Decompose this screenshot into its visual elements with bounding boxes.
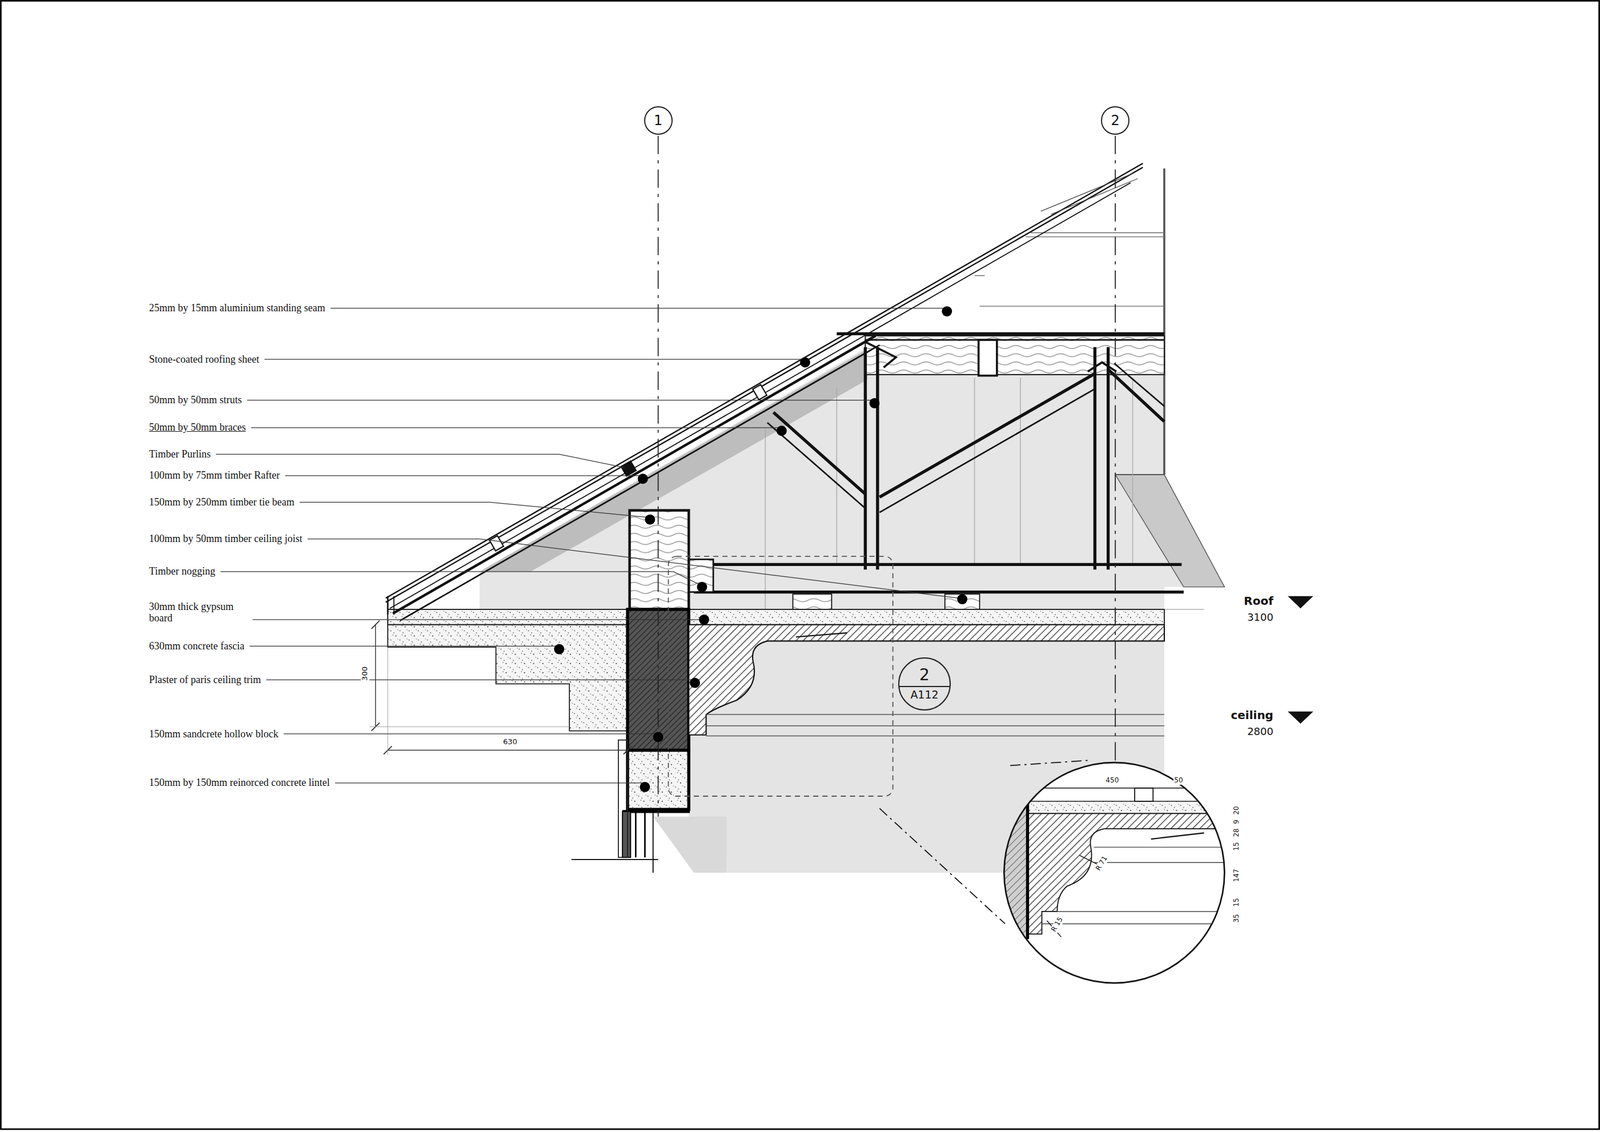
callout-label: 630mm concrete fascia <box>147 640 246 653</box>
callout-label: 25mm by 15mm aluminium standing seam <box>147 302 327 315</box>
callout-label: 50mm by 50mm struts <box>147 394 244 406</box>
level-name: ceiling <box>1229 708 1275 722</box>
callout-label: 150mm by 250mm timber tie beam <box>147 496 296 509</box>
dimension: R 15 <box>1049 915 1065 934</box>
dimension: 300 <box>360 665 370 682</box>
callout-label: 100mm by 75mm timber Rafter <box>147 469 281 482</box>
callout-label: Timber Purlins <box>147 448 212 461</box>
callout-label: Timber nogging <box>147 565 217 578</box>
level-value: 2800 <box>1245 725 1275 738</box>
callout-label: 50mm by 50mm braces <box>147 421 247 434</box>
dimension: 15 <box>1232 897 1241 907</box>
dimension: 35 <box>1232 913 1241 924</box>
callout-label: 150mm sandcrete hollow block <box>147 728 280 741</box>
dimension: 147 <box>1232 868 1241 883</box>
callout-label: 100mm by 50mm timber ceiling joist <box>147 532 304 545</box>
callout-label: 30mm thick gypsum board <box>147 600 249 625</box>
dimension: 9 <box>1232 818 1241 825</box>
grid-bubble: 2 <box>1100 106 1130 135</box>
node-text: 2 <box>919 666 930 685</box>
callout-label: 150mm by 150mm reinorced concrete lintel <box>147 776 331 789</box>
node-text: 1 <box>653 113 663 128</box>
dimension: R 71 <box>1094 854 1111 873</box>
dimension: 50 <box>1173 776 1184 785</box>
callout-label: Stone-coated roofing sheet <box>147 353 261 366</box>
dimension: 20 <box>1232 805 1241 815</box>
dimension: 15 <box>1232 841 1241 851</box>
dimension: 28 <box>1232 827 1241 838</box>
grid-bubble: 1 <box>644 106 673 135</box>
node-text: A112 <box>910 688 939 701</box>
detail-callout: 2A112 <box>898 657 952 711</box>
divider-line <box>899 685 951 687</box>
dimension: 450 <box>1104 776 1120 785</box>
node-text: 2 <box>1111 113 1120 128</box>
dimension: 630 <box>501 737 519 747</box>
level-name: Roof <box>1242 594 1275 608</box>
level-value: 3100 <box>1245 611 1275 624</box>
callout-label: Plaster of paris ceiling trim <box>147 673 263 686</box>
